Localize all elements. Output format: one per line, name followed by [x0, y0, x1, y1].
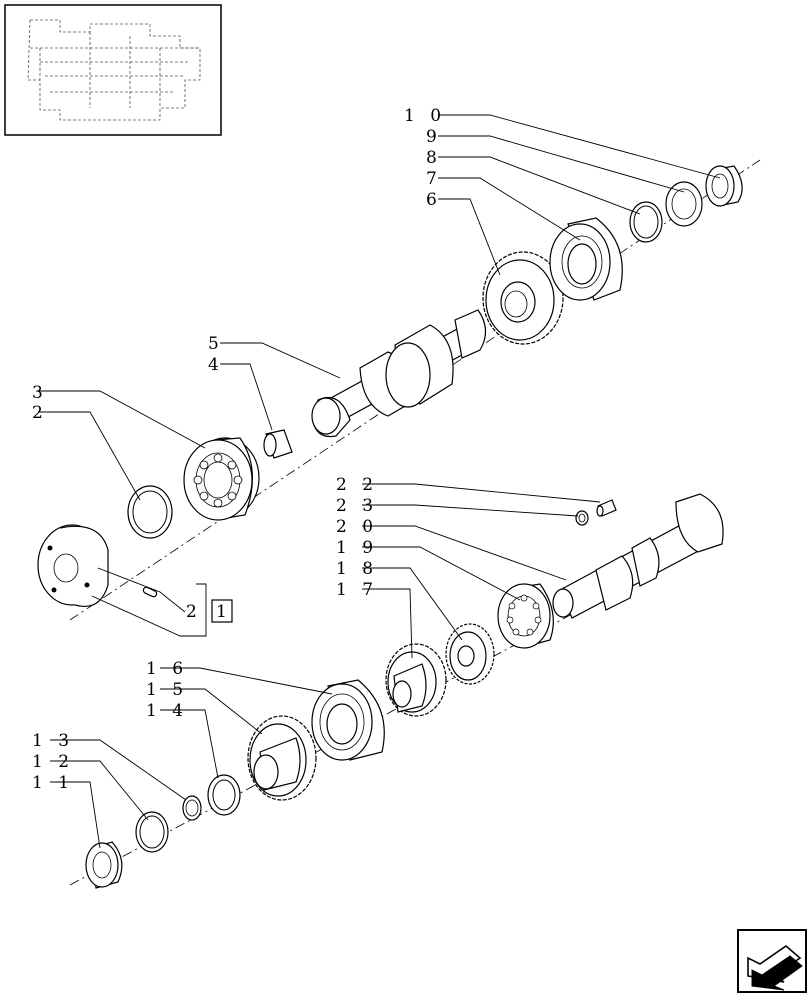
label-part-16: 1 6 [146, 659, 188, 679]
overview-thumbnail[interactable] [4, 4, 222, 136]
label-part-2: 2 [32, 403, 48, 423]
label-part-13: 1 3 [32, 731, 74, 751]
label-part-8: 8 [426, 148, 442, 168]
label-part-4: 4 [208, 355, 224, 375]
snap-ring-12 [135, 811, 169, 853]
label-part-15: 1 5 [146, 680, 188, 700]
washer-14 [207, 774, 241, 816]
label-box-1 [211, 599, 233, 623]
sliding-sleeve-16 [311, 679, 385, 761]
ring-9 [665, 181, 703, 227]
label-part-23: 2 3 [336, 496, 378, 516]
label-part-19: 1 9 [336, 538, 378, 558]
label-part-11: 1 1 [32, 773, 74, 793]
pin-21 [142, 586, 158, 598]
next-page-arrow-icon[interactable] [737, 929, 807, 993]
label-part-12: 1 2 [32, 752, 74, 772]
needle-bearing-11 [85, 841, 123, 889]
ball-bearing-19 [497, 583, 554, 649]
snap-ring-2 [127, 485, 173, 539]
label-part-22: 2 2 [336, 475, 378, 495]
label-part-17: 1 7 [336, 580, 378, 600]
ring-23 [575, 510, 589, 526]
label-part-3: 3 [32, 383, 48, 403]
label-part-1: 1 [216, 602, 232, 622]
label-part-18: 1 8 [336, 559, 378, 579]
sliding-sleeve-7 [549, 217, 623, 301]
label-part-10: 1 0 [404, 106, 446, 126]
upper-shaft-5 [311, 309, 487, 438]
pin-22 [596, 499, 617, 517]
callout-labels: 3 2 5 4 1 0 9 8 7 6 2 2 2 3 2 0 1 9 1 8 … [32, 106, 446, 793]
gear-15 [247, 715, 317, 801]
snap-ring-8 [629, 201, 663, 243]
label-part-9: 9 [426, 127, 442, 147]
lower-shaft-20 [552, 493, 724, 619]
needle-bearing-10 [705, 165, 743, 207]
label-part-6: 6 [426, 190, 442, 210]
ball-bearing-3 [183, 437, 260, 521]
gear-18 [445, 623, 495, 685]
gear-17 [385, 643, 447, 717]
flange-plate [37, 524, 109, 607]
clip-13 [182, 795, 202, 821]
label-part-14: 1 4 [146, 701, 188, 721]
leader-lines [38, 114, 721, 849]
label-part-20: 2 0 [336, 517, 378, 537]
label-part-7: 7 [426, 169, 442, 189]
label-part-5: 5 [208, 334, 224, 354]
bushing-4 [263, 429, 293, 459]
gear-6 [482, 251, 564, 345]
